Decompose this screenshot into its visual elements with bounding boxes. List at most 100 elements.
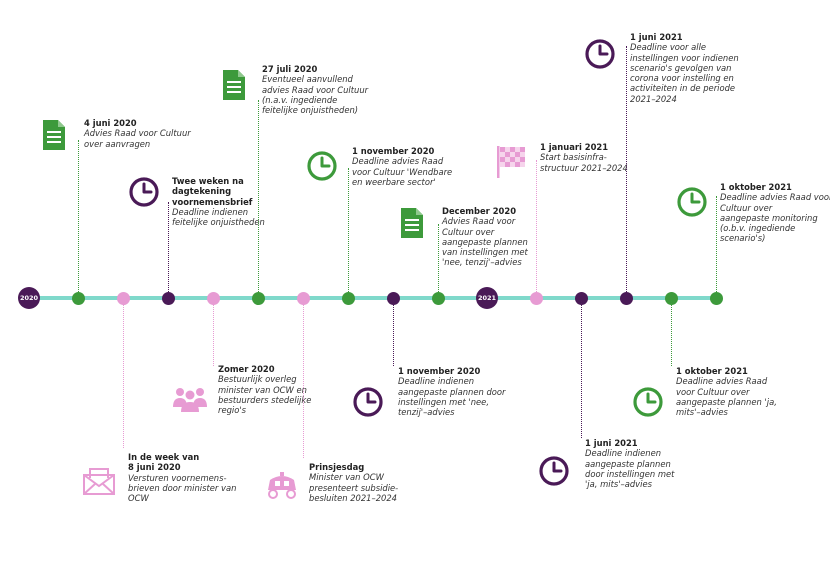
event-date: 1 november 2020 bbox=[352, 146, 435, 156]
clock-icon bbox=[538, 455, 570, 491]
event-date: Zomer 2020 bbox=[218, 364, 275, 374]
event-date: In de week van bbox=[128, 452, 200, 462]
event-date: Prinsjesdag bbox=[309, 462, 365, 472]
event-description: Deadline indienen bbox=[398, 376, 475, 387]
timeline-dot bbox=[387, 292, 400, 305]
timeline-dot bbox=[117, 292, 130, 305]
connector-line bbox=[626, 46, 627, 298]
event-description: besluiten 2021–2024 bbox=[309, 492, 398, 503]
event-description: scenario's) bbox=[720, 233, 766, 244]
event-description: voor Cultuur over bbox=[676, 386, 750, 397]
people-icon bbox=[170, 385, 210, 417]
event-description: instellingen voor indienen bbox=[630, 52, 739, 63]
connector-line bbox=[123, 298, 124, 448]
clock-icon bbox=[676, 186, 708, 222]
connector-line bbox=[438, 224, 439, 298]
event-description: Bestuurlijk overleg bbox=[218, 374, 297, 385]
event-description: aangepaste plannen 'ja, bbox=[676, 396, 777, 407]
timeline-dot bbox=[207, 292, 220, 305]
event-description: aangepaste plannen bbox=[442, 236, 528, 247]
event-description: brieven door minister van bbox=[128, 482, 237, 493]
event-description: aangepaste plannen door bbox=[398, 386, 506, 397]
event-description: regio's bbox=[218, 405, 247, 416]
event-date: 1 oktober 2021 bbox=[720, 182, 792, 192]
timeline-dot bbox=[432, 292, 445, 305]
event-description: mits'–advies bbox=[676, 407, 728, 418]
clock-icon bbox=[306, 150, 338, 186]
event-description: Advies Raad voor bbox=[442, 216, 516, 227]
event-date: 1 juni 2021 bbox=[630, 32, 683, 42]
year-marker-2020: 2020 bbox=[18, 287, 40, 309]
connector-line bbox=[348, 168, 349, 298]
event-description: aangepaste monitoring bbox=[720, 212, 818, 223]
clock-icon bbox=[584, 38, 616, 74]
event-description: (o.b.v. ingediende bbox=[720, 223, 796, 234]
event-description: (n.a.v. ingediende bbox=[262, 94, 338, 105]
timeline-dot bbox=[297, 292, 310, 305]
connector-line bbox=[258, 100, 259, 298]
event-description: van instellingen met bbox=[442, 247, 528, 258]
event-description: 'nee, tenzij'–advies bbox=[442, 257, 522, 268]
event-description: corona voor instelling en bbox=[630, 73, 734, 84]
event-date: voornemensbrief bbox=[172, 196, 253, 207]
timeline-dot bbox=[575, 292, 588, 305]
event-description: door instellingen met bbox=[585, 468, 675, 479]
timeline-dot bbox=[342, 292, 355, 305]
connector-line bbox=[671, 298, 672, 366]
event-description: over aanvragen bbox=[84, 138, 151, 149]
clock-icon bbox=[632, 386, 664, 422]
event-date: 4 juni 2020 bbox=[84, 118, 137, 128]
event-description: structuur 2021–2024 bbox=[540, 162, 628, 173]
event-date: 1 januari 2021 bbox=[540, 142, 609, 152]
event-description: Deadline advies Raad bbox=[676, 376, 768, 387]
clock-icon bbox=[352, 386, 384, 422]
carriage-icon bbox=[262, 470, 302, 504]
connector-line bbox=[536, 160, 537, 298]
timeline-dot bbox=[530, 292, 543, 305]
event-description: advies Raad voor Cultuur bbox=[262, 84, 369, 95]
event-description: Cultuur over bbox=[442, 226, 495, 237]
event-description: Deadline advies Raad voor bbox=[720, 192, 830, 203]
event-description: Advies Raad voor Cultuur bbox=[84, 128, 191, 139]
document-icon bbox=[398, 206, 426, 244]
event-description: OCW bbox=[128, 493, 149, 504]
event-description: voor Cultuur 'Wendbare bbox=[352, 166, 453, 177]
timeline-dot bbox=[162, 292, 175, 305]
event-description: feitelijke onjuistheden bbox=[172, 217, 265, 228]
connector-line bbox=[393, 298, 394, 366]
event-description: activiteiten in de periode bbox=[630, 83, 736, 94]
event-date: 1 oktober 2021 bbox=[676, 366, 748, 376]
connector-line bbox=[168, 202, 169, 298]
event-description: en weerbare sector' bbox=[352, 176, 436, 187]
event-date: December 2020 bbox=[442, 206, 517, 216]
event-description: Deadline indienen bbox=[172, 206, 249, 217]
event-date: 27 juli 2020 bbox=[262, 64, 318, 74]
connector-line bbox=[213, 298, 214, 366]
event-description: Eventueel aanvullend bbox=[262, 74, 353, 85]
event-description: Start basisinfra- bbox=[540, 152, 607, 163]
event-description: minister van OCW en bbox=[218, 384, 307, 395]
event-description: 'ja, mits'–advies bbox=[585, 479, 652, 490]
timeline-dot bbox=[665, 292, 678, 305]
document-icon bbox=[220, 68, 248, 106]
connector-line bbox=[716, 196, 717, 298]
event-date: dagtekening bbox=[172, 186, 232, 197]
event-description: feitelijke onjuistheden) bbox=[262, 105, 359, 116]
timeline-dot bbox=[72, 292, 85, 305]
connector-line bbox=[303, 298, 304, 458]
event-description: Deadline voor alle bbox=[630, 42, 707, 53]
event-description: Deadline indienen bbox=[585, 448, 662, 459]
event-description: Versturen voornemens- bbox=[128, 472, 227, 483]
